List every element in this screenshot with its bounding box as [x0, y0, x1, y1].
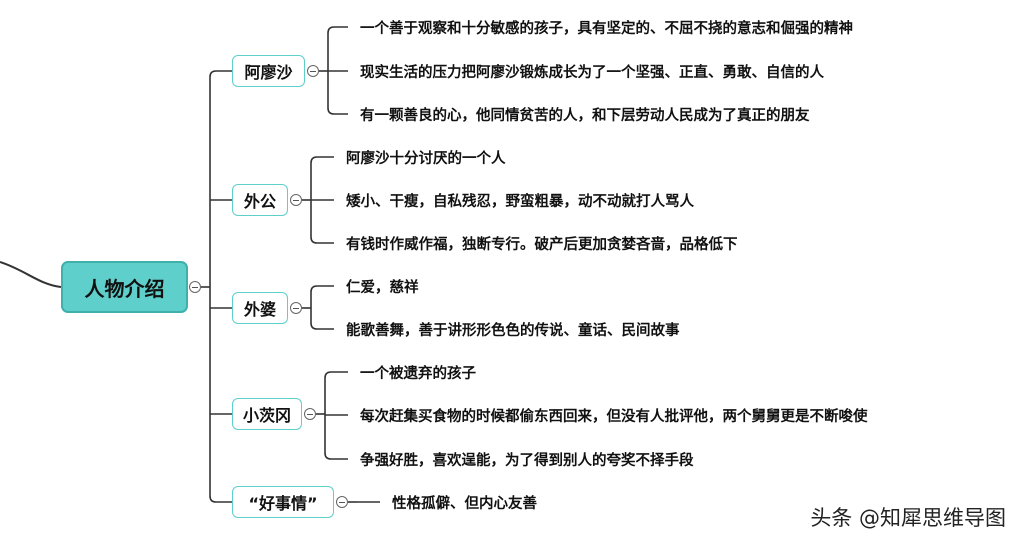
- collapse-icon[interactable]: [290, 302, 302, 314]
- leaf-item: 仁爱，慈祥: [346, 280, 419, 296]
- connector: [310, 236, 334, 244]
- leaf-item: 有钱时作威作福，独断专行。破产后更加贪婪吝啬，品格低下: [346, 237, 738, 253]
- leaf-item: 有一颗善良的心，他同情贫苦的人，和下层劳动人民成为了真正的朋友: [360, 108, 810, 124]
- collapse-icon[interactable]: [336, 496, 348, 508]
- branch-node-xiaocigang[interactable]: 小茨冈: [232, 398, 302, 430]
- leaf-item: 一个善于观察和十分敏感的孩子，具有坚定的、不屈不挠的意志和倔强的精神: [360, 21, 853, 37]
- collapse-icon[interactable]: [189, 281, 201, 293]
- connector: [327, 107, 348, 115]
- connector: [327, 26, 348, 34]
- root-node[interactable]: 人物介绍: [61, 261, 188, 313]
- connector: [310, 285, 334, 293]
- connector: [310, 156, 334, 164]
- connector: [324, 452, 348, 460]
- leaf-item: 能歌善舞，善于讲形形色色的传说、童话、民间故事: [346, 323, 680, 339]
- leaf-item: 性格孤僻、但内心友善: [392, 496, 537, 512]
- branch-node-haoshiqing[interactable]: “好事情”: [232, 486, 334, 518]
- collapse-icon[interactable]: [290, 194, 302, 206]
- watermark: 头条 @知犀思维导图: [810, 506, 1006, 530]
- connector: [310, 322, 334, 330]
- branch-node-waigong[interactable]: 外公: [232, 184, 288, 216]
- leaf-item: 现实生活的压力把阿廖沙锻炼成长为了一个坚强、正直、勇敢、自信的人: [360, 65, 824, 81]
- connector: [209, 495, 232, 503]
- collapse-icon[interactable]: [304, 408, 316, 420]
- leaf-item: 争强好胜，喜欢逞能，为了得到别人的夸奖不择手段: [360, 453, 694, 469]
- connector: [324, 371, 348, 379]
- collapse-icon[interactable]: [307, 65, 319, 77]
- leaf-item: 阿廖沙十分讨厌的一个人: [346, 151, 506, 167]
- incoming-curve: [0, 261, 62, 288]
- branch-node-waipo[interactable]: 外婆: [232, 292, 288, 324]
- connector: [209, 70, 232, 78]
- leaf-item: 每次赶集买食物的时候都偷东西回来，但没有人批评他，两个舅舅更是不断唆使: [360, 409, 868, 425]
- leaf-item: 一个被遗弃的孩子: [360, 366, 476, 382]
- branch-node-aliaosha[interactable]: 阿廖沙: [232, 55, 305, 87]
- leaf-item: 矮小、干瘦，自私残忍，野蛮粗暴，动不动就打人骂人: [346, 194, 694, 210]
